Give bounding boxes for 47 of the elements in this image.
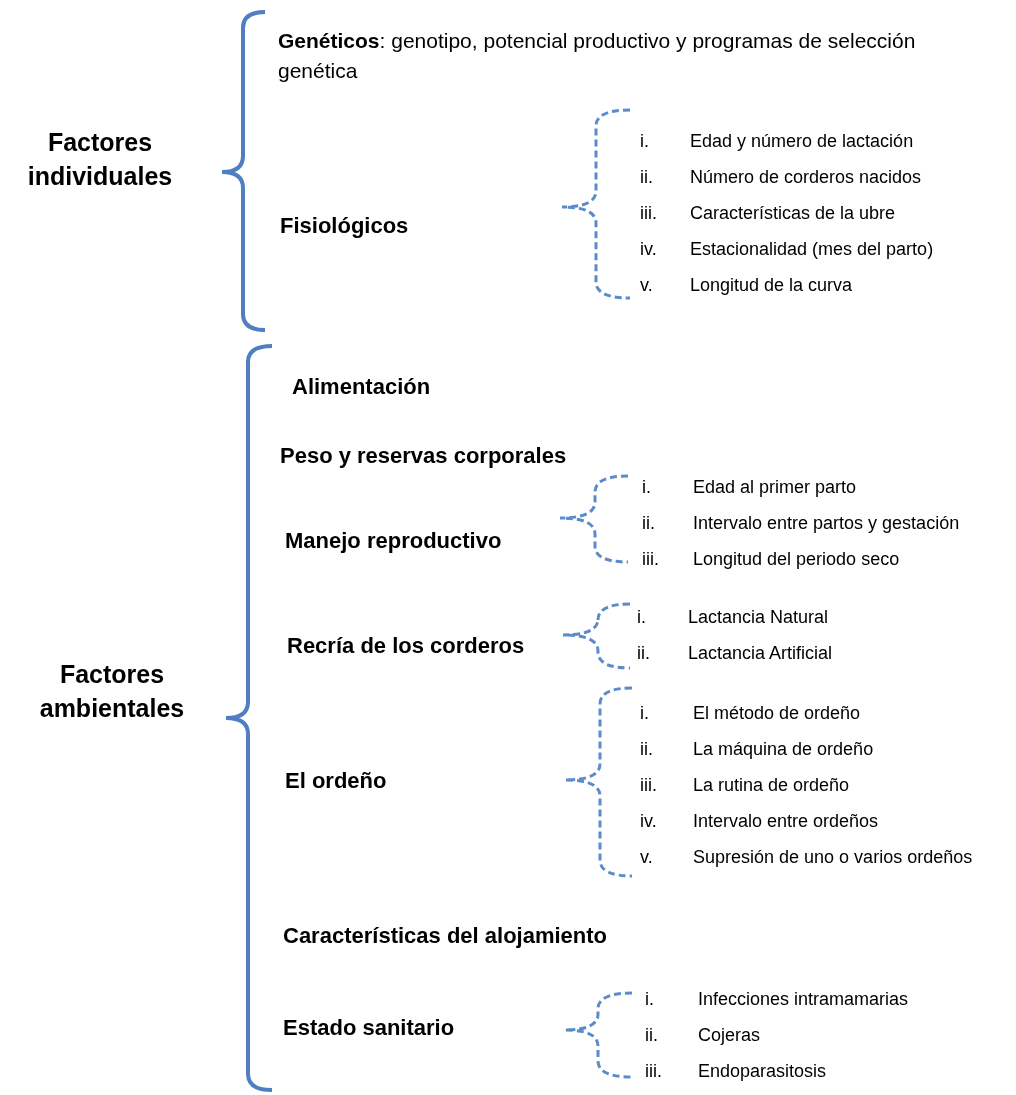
list-item-text: Longitud de la curva [690, 274, 853, 297]
factor-label: Recría de los corderos [287, 632, 525, 660]
list-item-text: ii. [637, 642, 650, 665]
factor-label: Peso y reservas corporales [280, 442, 567, 470]
list-item-text: iii. [640, 202, 657, 225]
list-item-text: Número de corderos nacidos [690, 166, 922, 189]
factor-label: Genéticos: genotipo, potencial productivo y programas de selección genética [278, 28, 917, 85]
list-item-text: iv. [640, 238, 657, 261]
list-item-text: ii. [640, 738, 653, 761]
list-item-text: Supresión de uno o varios ordeños [693, 846, 973, 869]
list-item-text: Intervalo entre partos y gestación [693, 512, 960, 535]
list-item-text: Estacionalidad (mes del parto) [690, 238, 934, 261]
list-item-text: El método de ordeño [693, 702, 861, 725]
list-item-text: iv. [640, 810, 657, 833]
category-heading: Factores ambientales [38, 659, 186, 724]
list-item-text: ii. [645, 1024, 658, 1047]
list-item-text: iii. [640, 774, 657, 797]
factor-label: Estado sanitario [283, 1014, 455, 1042]
list-item-text: Longitud del periodo seco [693, 548, 900, 571]
factor-label: Fisiológicos [280, 212, 409, 240]
list-item-text: i. [645, 988, 654, 1011]
list-item-text: La rutina de ordeño [693, 774, 850, 797]
list-item-text: Cojeras [698, 1024, 761, 1047]
list-item-text: Infecciones intramamarias [698, 988, 909, 1011]
list-item-text: i. [642, 476, 651, 499]
list-item-text: i. [637, 606, 646, 629]
list-item-text: Lactancia Natural [688, 606, 829, 629]
factor-label: El ordeño [285, 767, 387, 795]
list-item-text: iii. [642, 548, 659, 571]
list-item-text: ii. [642, 512, 655, 535]
list-item-text: ii. [640, 166, 653, 189]
category-heading: Factores individuales [26, 127, 174, 192]
factor-label: Características del alojamiento [283, 922, 608, 950]
list-item-text: Lactancia Artificial [688, 642, 833, 665]
list-item-text: v. [640, 274, 653, 297]
list-item-text: Características de la ubre [690, 202, 896, 225]
list-item-text: Edad al primer parto [693, 476, 857, 499]
list-item-text: Edad y número de lactación [690, 130, 914, 153]
list-item-text: iii. [645, 1060, 662, 1083]
list-item-text: i. [640, 130, 649, 153]
factor-label: Alimentación [292, 373, 431, 401]
factor-label: Manejo reproductivo [285, 527, 502, 555]
list-item-text: Endoparasitosis [698, 1060, 827, 1083]
list-item-text: Intervalo entre ordeños [693, 810, 879, 833]
list-item-text: La máquina de ordeño [693, 738, 874, 761]
list-item-text: i. [640, 702, 649, 725]
list-item-text: v. [640, 846, 653, 869]
